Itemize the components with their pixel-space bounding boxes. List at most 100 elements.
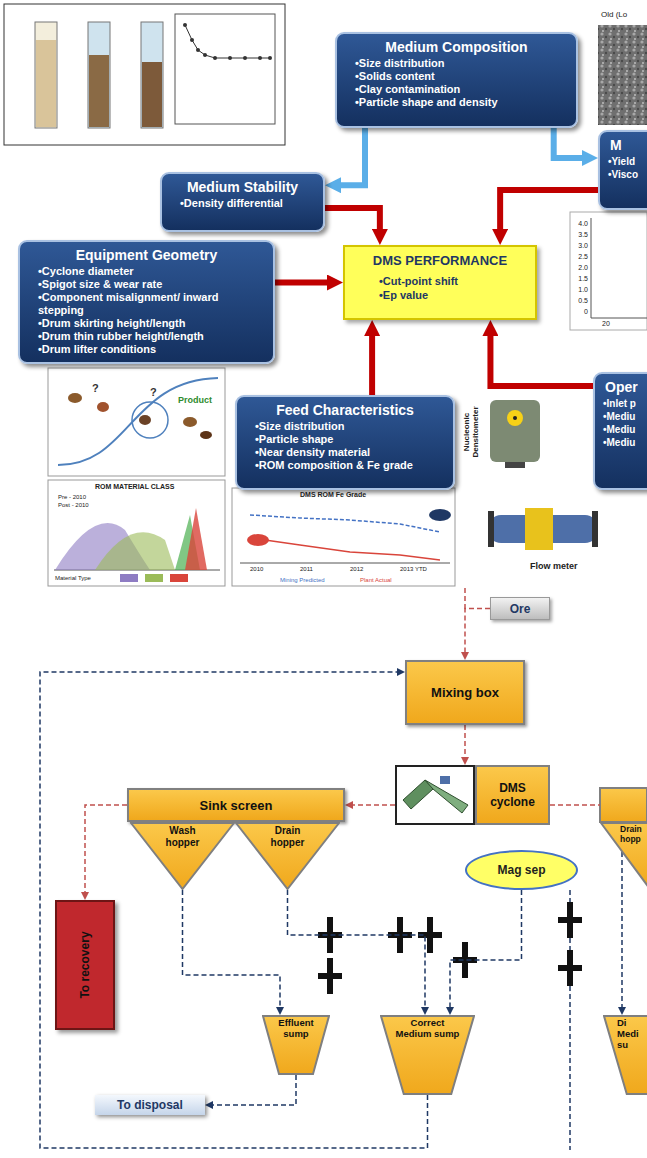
box-heading: Equipment Geometry [26,247,267,263]
flow-arrow [325,208,380,229]
fe-grade-chart [429,509,451,521]
ep-chart [591,218,592,318]
node-label: Correct Medium sump [396,1018,460,1040]
factor-box: Oper•Inlet p•Mediu•Mediu•Mediu [593,372,647,490]
chart-text: ? [150,386,157,398]
ep-chart [570,212,647,330]
hopper: Drain hopp [600,822,647,890]
chart-text: Pre - 2010 [58,494,86,501]
node-label: Drain hopp [620,825,647,845]
rom-class-chart [48,480,225,586]
hopper-shape [131,823,234,889]
densitometer-photo [513,416,517,420]
sump: Correct Medium sump [380,1015,475,1095]
fe-grade-chart [240,563,450,564]
sump: Di Medi su [603,1015,647,1095]
partition-chart [58,378,218,465]
bullet-item: •Visco [606,168,647,181]
sump-shape [381,1016,474,1094]
hopper-shape [601,823,647,889]
settling-test-inset [142,62,162,127]
chart-text: 2.5 [571,253,588,261]
settling-test-inset [4,4,285,145]
chart-text: Post - 2010 [58,502,89,509]
box-heading: Oper [601,379,647,395]
node-label: Wash hopper [158,825,208,848]
flow-arrow [288,890,426,1007]
old-medium-photo [598,25,647,125]
flow-arrow [450,890,522,1007]
partition-chart [139,415,151,425]
screen-box: Sink screen [127,788,345,822]
settling-test-inset [258,56,262,60]
bullet-item: •Particle shape [243,433,447,446]
densitometer-photo [505,462,525,468]
hopper: Drain hopper [235,822,340,890]
ep-chart [591,318,647,319]
bullet-item: •Component misalignment/ inward stepping [26,291,267,317]
partition-chart [200,431,212,439]
product-box: To recovery [55,900,115,1030]
bullet-item: •Drum skirting height/length [26,317,267,330]
chart-text: 2013 YTD [400,566,427,573]
partition-chart [132,402,168,438]
node-label: To recovery [78,931,92,998]
partition-chart [48,368,225,476]
cyclone-picture [396,766,474,824]
bullet-item: •Spigot size & wear rate [26,278,267,291]
rom-class-chart [95,532,175,570]
flow-arrow [554,128,582,158]
box-heading: M [606,137,647,153]
disposal-tag: To disposal [95,1095,205,1115]
rom-class-chart [120,574,138,582]
node-label: DMS cyclone [475,765,550,825]
settling-test-inset [183,23,187,27]
settling-test-inset [36,40,56,127]
flow-arrow [621,852,623,1007]
settling-test-inset [196,48,200,52]
flow-arrow [464,725,466,757]
partition-chart [68,393,82,403]
chart-text: 2010 [250,566,263,573]
bullet-item: •Near density material [243,446,447,459]
chart-text: 1.5 [571,275,588,283]
sump-shape [604,1016,647,1094]
process-box: Mixing box [405,660,525,725]
bullet-item: •Particle shape and density [343,96,570,109]
fe-grade-chart [232,488,455,586]
settling-test-inset [89,55,109,127]
old-medium-photo [598,25,647,125]
hopper-shape [236,823,339,889]
sump-shape [263,1016,329,1074]
float-screen [550,788,647,822]
bullet-item: •Yield [606,155,647,168]
factor-box: Feed Characteristics•Size distribution•P… [235,395,455,490]
flow-arrow [275,280,327,286]
partition-chart [48,368,225,476]
flow-arrow [500,190,598,229]
ore-feed-line [465,588,466,609]
chart-text: 4.0 [571,220,588,228]
node-label: Drain hopper [263,825,313,848]
bullet-item: •Mediu [601,410,647,423]
flow-arrow [341,128,365,185]
flow-meter-photo [488,508,598,550]
flow-meter-photo [592,511,598,547]
valve-symbol [453,957,477,963]
hopper: Wash hopper [130,822,235,890]
densitometer-photo [507,410,523,426]
chart-text: DMS ROM Fe Grade [300,491,366,499]
bullet-item: •Size distribution [343,57,570,70]
settling-test-inset [268,56,272,60]
rom-class-chart [48,480,225,586]
node-label: Mixing box [431,685,499,700]
settling-test-inset [185,25,270,58]
settling-test-inset [228,56,232,60]
fe-grade-chart [247,534,269,546]
bullet-item: •Clay contamination [343,83,570,96]
box-heading: DMS PERFORMANCE [351,253,529,268]
flow-meter-photo [525,508,553,550]
cyclone-picture [396,766,474,824]
valve-symbol [318,932,342,938]
